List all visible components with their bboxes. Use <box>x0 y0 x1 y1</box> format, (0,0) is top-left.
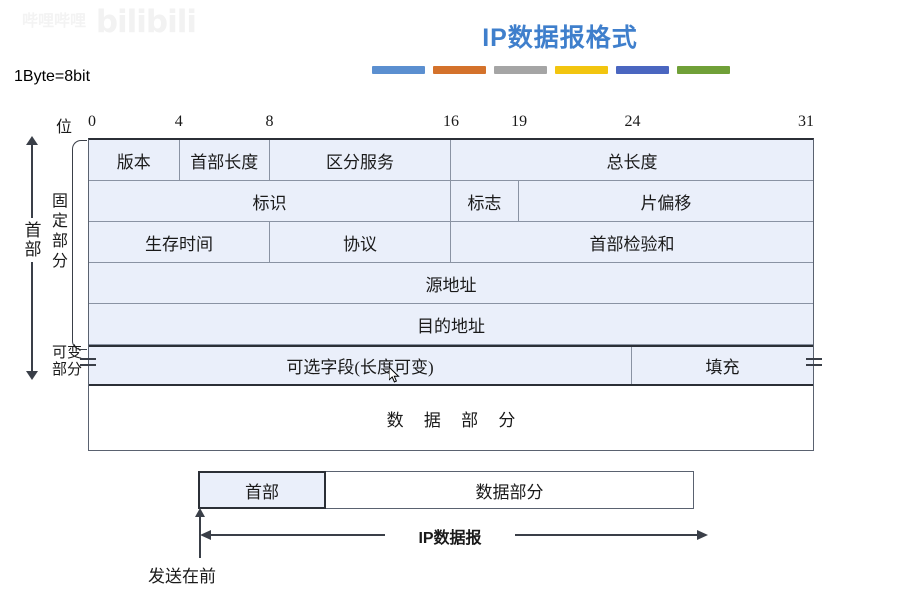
fixed-part-brace <box>72 140 87 350</box>
field-cell: 标识 <box>89 181 451 221</box>
byte-equivalence-note: 1Byte=8bit <box>14 68 91 85</box>
accent-bar-yellow <box>555 66 608 74</box>
field-cell: 总长度 <box>606 152 658 172</box>
field-cell: 目的地址 <box>417 316 485 336</box>
bilibili-watermark: 哔哩哔哩 bilibili <box>22 4 212 46</box>
bit-tick-16: 16 <box>443 113 459 130</box>
span-arrow-right-icon <box>697 530 708 540</box>
page-title: IP数据报格式 <box>482 24 638 52</box>
break-mark-right-icon <box>806 355 822 369</box>
accent-bar-gray <box>494 66 547 74</box>
datagram-bar: 首部 数据部分 <box>198 471 694 509</box>
field-cell: 首部长度 <box>180 140 270 180</box>
bit-tick-19: 19 <box>511 113 528 130</box>
field-cell: 数 据 部 分 <box>386 410 524 430</box>
field-cell: 标志 <box>451 181 519 221</box>
watermark-prefix: 哔哩哔哩 <box>22 11 87 30</box>
label-fixed-part: 固定部分 <box>51 193 68 270</box>
datagram-header-block: 首部 <box>198 471 326 509</box>
bit-axis-label: 位 <box>56 119 73 136</box>
bit-tick-24: 24 <box>624 113 641 130</box>
label-header-vertical: 首部 <box>23 218 43 262</box>
field-cell: 区分服务 <box>270 140 451 180</box>
field-cell: 协议 <box>270 222 451 262</box>
field-cell: 片偏移 <box>640 193 692 213</box>
watermark-logo-text: bilibili <box>95 4 197 40</box>
ip-header-table: 版本首部长度区分服务 总长度标识标志 片偏移生存时间协议 首部检验和源地址目的地址可选… <box>88 138 814 451</box>
accent-bar-orange <box>433 66 486 74</box>
span-line-right <box>515 534 698 536</box>
accent-bar-strip <box>372 66 730 74</box>
table-row: 标识标志 片偏移 <box>89 181 813 222</box>
field-cell: 源地址 <box>425 275 477 295</box>
label-variable-part: 可变部分 <box>51 345 82 378</box>
field-cell: 填充 <box>705 358 740 377</box>
field-cell: 版本 <box>89 140 180 180</box>
accent-bar-green <box>677 66 730 74</box>
break-mark-left-icon <box>80 355 96 369</box>
bit-tick-0: 0 <box>88 113 96 130</box>
header-arrow-down-icon <box>26 371 38 380</box>
header-arrow-up-icon <box>26 136 38 145</box>
mouse-cursor-icon <box>389 367 400 383</box>
bit-tick-31: 31 <box>798 113 814 130</box>
table-row: 可选字段(长度可变) 填充 <box>89 345 813 386</box>
accent-bar-darkblue <box>616 66 669 74</box>
send-first-leader-line <box>199 512 201 558</box>
field-cell: 首部检验和 <box>589 234 675 254</box>
span-line-left <box>210 534 385 536</box>
accent-bar-blue <box>372 66 425 74</box>
label-ip-datagram: IP数据报 <box>385 524 515 548</box>
span-arrow-left-icon <box>200 530 211 540</box>
bit-tick-4: 4 <box>174 113 183 130</box>
table-row: 源地址 <box>89 263 813 304</box>
table-row: 目的地址 <box>89 304 813 345</box>
datagram-span-annotation: IP数据报 <box>200 524 708 548</box>
field-cell: 可选字段(长度可变) <box>89 347 632 384</box>
datagram-data-block: 数据部分 <box>326 471 694 509</box>
table-row: 生存时间协议 首部检验和 <box>89 222 813 263</box>
field-cell: 生存时间 <box>89 222 270 262</box>
label-send-first: 发送在前 <box>148 567 216 586</box>
bit-position-ruler: 0 4 8 16 19 24 31 <box>88 113 814 133</box>
table-row: 数 据 部 分 <box>89 386 813 450</box>
bit-tick-8: 8 <box>265 113 274 130</box>
table-row: 版本首部长度区分服务 总长度 <box>89 140 813 181</box>
